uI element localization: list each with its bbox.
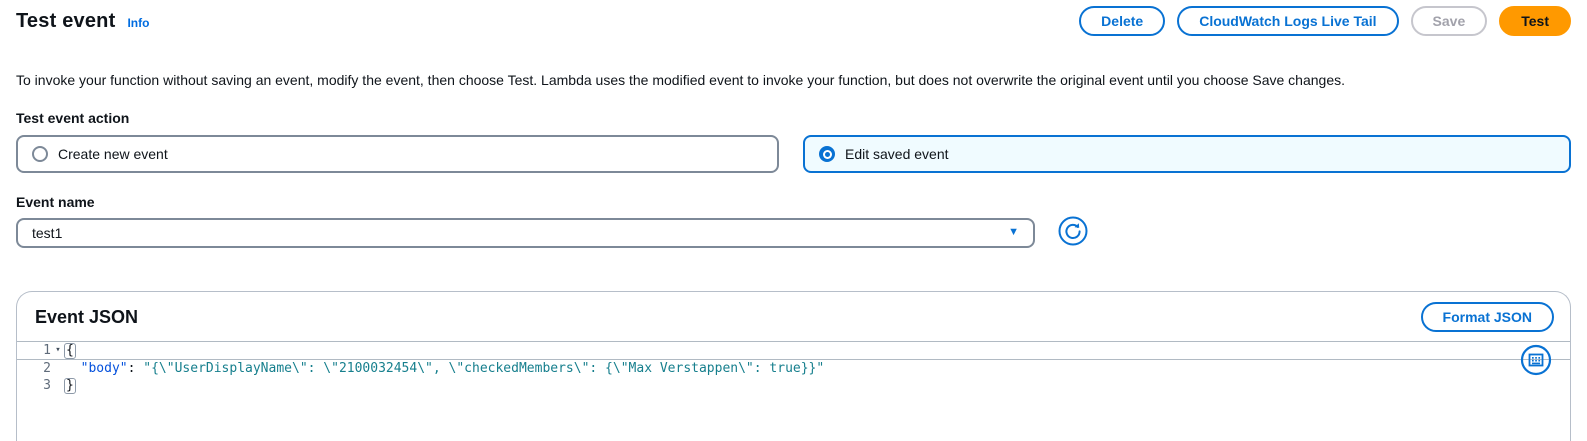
- info-link[interactable]: Info: [127, 15, 150, 30]
- chevron-down-icon: ▼: [1008, 226, 1019, 238]
- event-name-label: Event name: [16, 194, 95, 210]
- radio-tile-edit-saved-event[interactable]: Edit saved event: [803, 135, 1571, 173]
- editor-shortcuts-button[interactable]: [1520, 344, 1552, 379]
- bracket-highlight: {: [64, 343, 76, 359]
- code-line: 3 }: [17, 377, 1570, 394]
- code-indent: [65, 361, 81, 376]
- format-json-button[interactable]: Format JSON: [1420, 302, 1554, 332]
- refresh-button[interactable]: [1058, 216, 1088, 249]
- header-actions: Delete CloudWatch Logs Live Tail Save Te…: [1079, 6, 1571, 36]
- fold-toggle-icon[interactable]: ▾: [55, 345, 61, 355]
- json-string-value: "{\"UserDisplayName\": \"2100032454\", \…: [143, 361, 825, 376]
- event-name-select[interactable]: test1 ▼: [16, 217, 1035, 248]
- code-line: 2 "body": "{\"UserDisplayName\": \"21000…: [17, 360, 1570, 377]
- delete-button[interactable]: Delete: [1079, 6, 1166, 36]
- keyboard-icon: [1520, 344, 1552, 379]
- refresh-icon: [1058, 216, 1088, 249]
- page-title: Test event: [16, 9, 116, 32]
- radio-unchecked-icon[interactable]: [32, 146, 48, 162]
- event-json-panel: Event JSON Format JSON 1 ▾ { 2 "body": "…: [16, 291, 1571, 441]
- json-code-editor[interactable]: 1 ▾ { 2 "body": "{\"UserDisplayName\": \…: [17, 341, 1570, 394]
- event-name-value: test1: [32, 224, 63, 241]
- description-text: To invoke your function without saving a…: [16, 72, 1345, 88]
- json-key: "body": [80, 361, 128, 376]
- test-event-action-label: Test event action: [16, 110, 130, 126]
- radio-label: Edit saved event: [845, 146, 949, 162]
- line-number: 2: [43, 361, 51, 376]
- radio-tile-create-new-event[interactable]: Create new event: [16, 135, 779, 173]
- test-button[interactable]: Test: [1499, 6, 1571, 36]
- line-number: 3: [43, 378, 51, 393]
- code-line: 1 ▾ {: [17, 342, 1570, 360]
- line-number: 1: [43, 343, 51, 358]
- event-json-title: Event JSON: [35, 306, 139, 327]
- cloudwatch-logs-live-tail-button[interactable]: CloudWatch Logs Live Tail: [1177, 6, 1399, 36]
- test-event-action-group: Create new event Edit saved event: [16, 135, 1571, 173]
- radio-checked-icon[interactable]: [819, 146, 835, 162]
- radio-label: Create new event: [58, 146, 168, 162]
- page-header: Test event Info Delete CloudWatch Logs L…: [0, 0, 1587, 36]
- json-colon: :: [127, 361, 144, 376]
- bracket-highlight: }: [64, 378, 76, 394]
- save-button[interactable]: Save: [1410, 6, 1488, 36]
